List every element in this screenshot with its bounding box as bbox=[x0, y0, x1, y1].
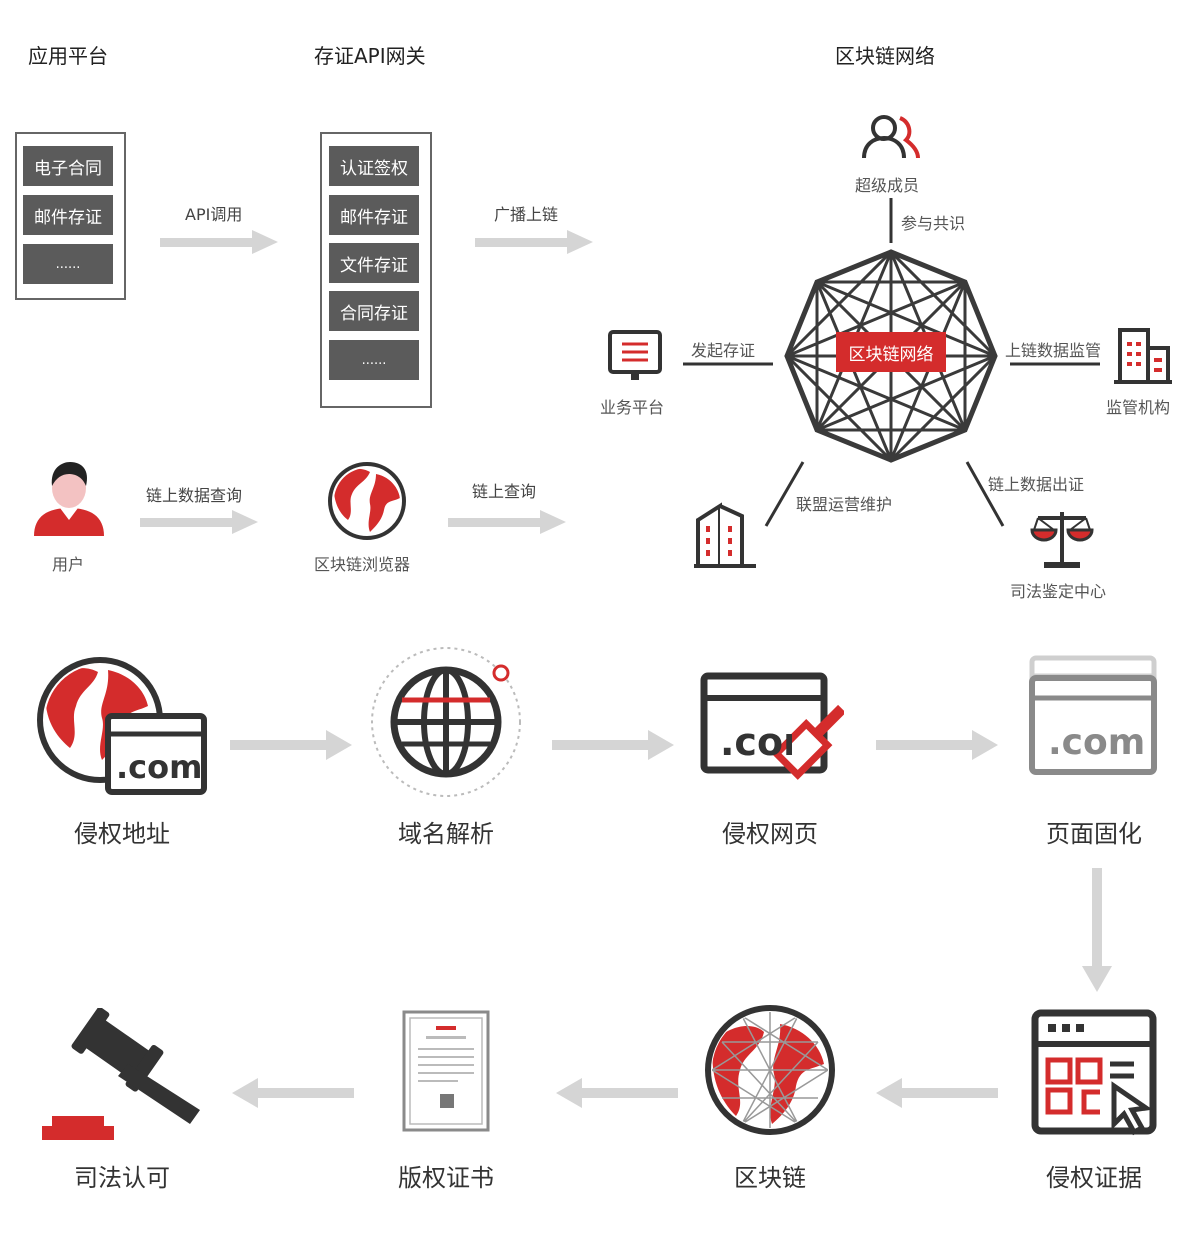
super-member-label: 超级成员 bbox=[855, 176, 920, 195]
arrow-flow-4 bbox=[876, 1078, 998, 1108]
supervisor-icon bbox=[1114, 328, 1172, 384]
arrow-flow-down bbox=[1082, 868, 1112, 992]
blockchain-globe-icon bbox=[705, 1005, 835, 1135]
flow-domain-resolution: 域名解析 bbox=[398, 820, 494, 848]
gateway-item-more: ...... bbox=[329, 340, 419, 380]
alliance-ops-label: 联盟运营维护 bbox=[796, 495, 893, 514]
broadcast-label: 广播上链 bbox=[494, 205, 559, 224]
page-solidification-com: .com bbox=[1048, 722, 1146, 763]
copyright-certificate-icon bbox=[402, 1010, 490, 1132]
business-platform-label: 业务平台 bbox=[600, 398, 665, 417]
user-label: 用户 bbox=[52, 555, 85, 574]
app-item-email: 邮件存证 bbox=[23, 195, 113, 235]
infringing-address-com: .com bbox=[116, 748, 203, 786]
arrow-api-call bbox=[160, 230, 278, 254]
supervision-label: 上链数据监管 bbox=[1005, 341, 1102, 360]
arrow-broadcast bbox=[475, 230, 593, 254]
flow-infringing-address: 侵权地址 bbox=[74, 820, 170, 848]
flow-judicial-recognition: 司法认可 bbox=[74, 1164, 170, 1192]
super-member-icon bbox=[862, 115, 920, 159]
judicial-center-label: 司法鉴定中心 bbox=[1010, 582, 1107, 601]
onchain-query-label: 链上数据查询 bbox=[146, 486, 243, 505]
flow-infringing-webpage: 侵权网页 bbox=[722, 820, 818, 848]
infringement-evidence-icon bbox=[1031, 1009, 1157, 1136]
network-center-box bbox=[836, 332, 946, 372]
initiate-label: 发起存证 bbox=[691, 341, 756, 360]
domain-resolution-icon bbox=[371, 647, 521, 797]
consensus-label: 参与共识 bbox=[901, 214, 966, 233]
alliance-ops-icon bbox=[694, 502, 756, 568]
header-app-platform: 应用平台 bbox=[28, 44, 108, 68]
supervisor-label: 监管机构 bbox=[1106, 398, 1171, 417]
flow-blockchain: 区块链 bbox=[734, 1164, 806, 1192]
flow-infringement-evidence: 侵权证据 bbox=[1046, 1164, 1142, 1192]
chain-query-label: 链上查询 bbox=[472, 482, 537, 501]
app-item-contract: 电子合同 bbox=[23, 146, 113, 186]
business-platform-icon bbox=[608, 330, 662, 380]
api-call-label: API调用 bbox=[185, 205, 243, 224]
infringing-webpage-icon bbox=[700, 672, 844, 780]
judicial-scale-icon bbox=[1030, 512, 1094, 568]
blockchain-explorer-icon bbox=[328, 462, 406, 540]
gateway-item-email: 邮件存证 bbox=[329, 195, 419, 235]
arrow-onchain-query bbox=[140, 510, 258, 534]
network-center-label: 区块链网络 bbox=[848, 345, 934, 365]
gateway-item-file: 文件存证 bbox=[329, 243, 419, 283]
explorer-label: 区块链浏览器 bbox=[314, 555, 411, 574]
arrow-flow-2 bbox=[552, 730, 674, 760]
flow-page-solidification: 页面固化 bbox=[1046, 820, 1142, 848]
blockchain-network-diagram bbox=[608, 115, 1172, 568]
arrow-flow-3 bbox=[876, 730, 998, 760]
arrow-flow-1 bbox=[230, 730, 352, 760]
arrow-chain-query bbox=[448, 510, 566, 534]
app-item-more: ...... bbox=[23, 244, 113, 284]
header-blockchain-network: 区块链网络 bbox=[835, 44, 935, 68]
infringing-webpage-com: .com bbox=[720, 720, 792, 764]
infringing-address-icon bbox=[37, 657, 207, 795]
gateway-item-contract: 合同存证 bbox=[329, 291, 419, 331]
network-mesh bbox=[784, 249, 998, 463]
flow-copyright-certificate: 版权证书 bbox=[398, 1164, 494, 1192]
header-gateway: 存证API网关 bbox=[314, 44, 426, 68]
gavel-icon bbox=[42, 1008, 200, 1140]
arrow-flow-6 bbox=[232, 1078, 354, 1108]
page-solidification-icon bbox=[1029, 655, 1157, 775]
arrow-flow-5 bbox=[556, 1078, 678, 1108]
user-icon bbox=[34, 462, 104, 536]
gateway-item-auth: 认证签权 bbox=[329, 146, 419, 186]
data-evidence-label: 链上数据出证 bbox=[988, 475, 1085, 494]
